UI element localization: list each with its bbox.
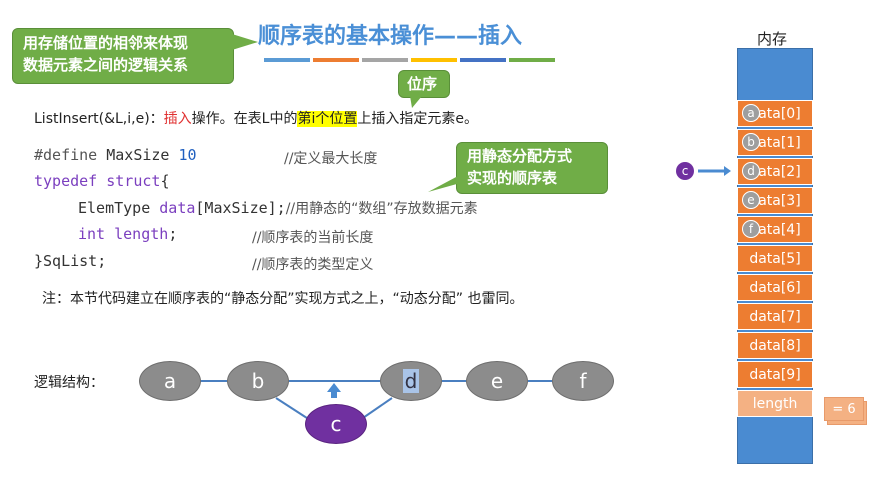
memory-marker: f (742, 220, 760, 238)
memory-title: 内存 (757, 30, 788, 48)
logical-node: d (380, 361, 442, 401)
memory-marker: d (742, 162, 760, 180)
code-line-5: }SqList; (34, 252, 107, 270)
callout-tail (232, 34, 258, 50)
note-text: 注：本节代码建立在顺序表的“静态分配”实现方式之上，“动态分配” 也雷同。 (42, 291, 524, 307)
code-name: MaxSize (97, 146, 179, 164)
memory-cell: data[6] (737, 274, 813, 301)
logical-node: b (227, 361, 289, 401)
code-rest: ; (168, 225, 178, 243)
description-prefix: ListInsert(&L,i,e)： (34, 111, 164, 127)
code-comment-4: //顺序表的当前长度 (252, 230, 374, 246)
code-line-1: #define MaxSize 10 (34, 146, 197, 164)
code-comment-1: //定义最大长度 (284, 151, 378, 167)
memory-cell: data[8] (737, 332, 813, 359)
callout-static-line2: 实现的顺序表 (467, 169, 558, 187)
memory-cell: data[5] (737, 245, 813, 272)
callout-position-label: 位序 (407, 75, 438, 93)
logical-node: f (552, 361, 614, 401)
description-middle: 操作。在表L中的 (191, 111, 298, 127)
code-number: 10 (178, 146, 197, 164)
callout-line1: 用存储位置的相邻来体现 (23, 34, 189, 52)
code-keyword: typedef struct (34, 172, 161, 190)
memory-marker: e (742, 191, 760, 209)
callout-logical-relation: 用存储位置的相邻来体现 数据元素之间的逻辑关系 (12, 28, 234, 84)
callout-line2: 数据元素之间的逻辑关系 (23, 56, 189, 74)
code-keyword: #define (34, 146, 98, 164)
memory-cell: data[9] (737, 361, 813, 388)
memory-cell: data[7] (737, 303, 813, 330)
code-type: ElemType (78, 199, 160, 217)
code-line-4: int length; (78, 225, 177, 243)
color-segment (264, 58, 310, 62)
logical-node-selected: d (402, 369, 420, 393)
description-insert: 插入 (163, 111, 192, 127)
description-suffix: 上插入指定元素e。 (357, 111, 478, 127)
memory-marker: a (742, 104, 760, 122)
code-var: data (159, 199, 196, 217)
code-brace: { (160, 172, 170, 190)
color-segment (313, 58, 359, 62)
logical-node: a (139, 361, 201, 401)
length-value: = 6 (824, 397, 864, 421)
logical-node: e (466, 361, 528, 401)
code-var: length (105, 225, 169, 243)
callout-static-allocation: 用静态分配方式 实现的顺序表 (456, 142, 608, 194)
insert-node: c (305, 404, 367, 444)
color-segment (411, 58, 457, 62)
callout-position-tail (410, 96, 422, 108)
operation-description: ListInsert(&L,i,e)：插入操作。在表L中的第i个位置上插入指定元… (34, 108, 478, 128)
color-segment (362, 58, 408, 62)
title-color-bar (264, 58, 555, 62)
page-title: 顺序表的基本操作——插入 (258, 24, 523, 49)
code-line-2: typedef struct{ (34, 172, 169, 190)
code-comment-3: //用静态的“数组”存放数据元素 (285, 201, 478, 217)
memory-length-cell: length (737, 390, 813, 417)
callout-static-line1: 用静态分配方式 (467, 147, 573, 165)
code-comment-5: //顺序表的类型定义 (252, 257, 374, 273)
description-position: 第i个位置 (297, 111, 358, 127)
memory-cell: data[3] (737, 187, 813, 214)
callout-static-tail (428, 176, 464, 192)
logical-structure-label: 逻辑结构： (34, 375, 104, 391)
callout-position: 位序 (398, 70, 450, 98)
code-line-3: ElemType data[MaxSize];//用静态的“数组”存放数据元素 (78, 198, 478, 218)
memory-marker: b (742, 133, 760, 151)
color-segment (460, 58, 506, 62)
code-rest: [MaxSize]; (195, 199, 286, 217)
memory-pointer-c: c (676, 162, 694, 180)
code-keyword: int (78, 225, 106, 243)
color-segment (509, 58, 555, 62)
